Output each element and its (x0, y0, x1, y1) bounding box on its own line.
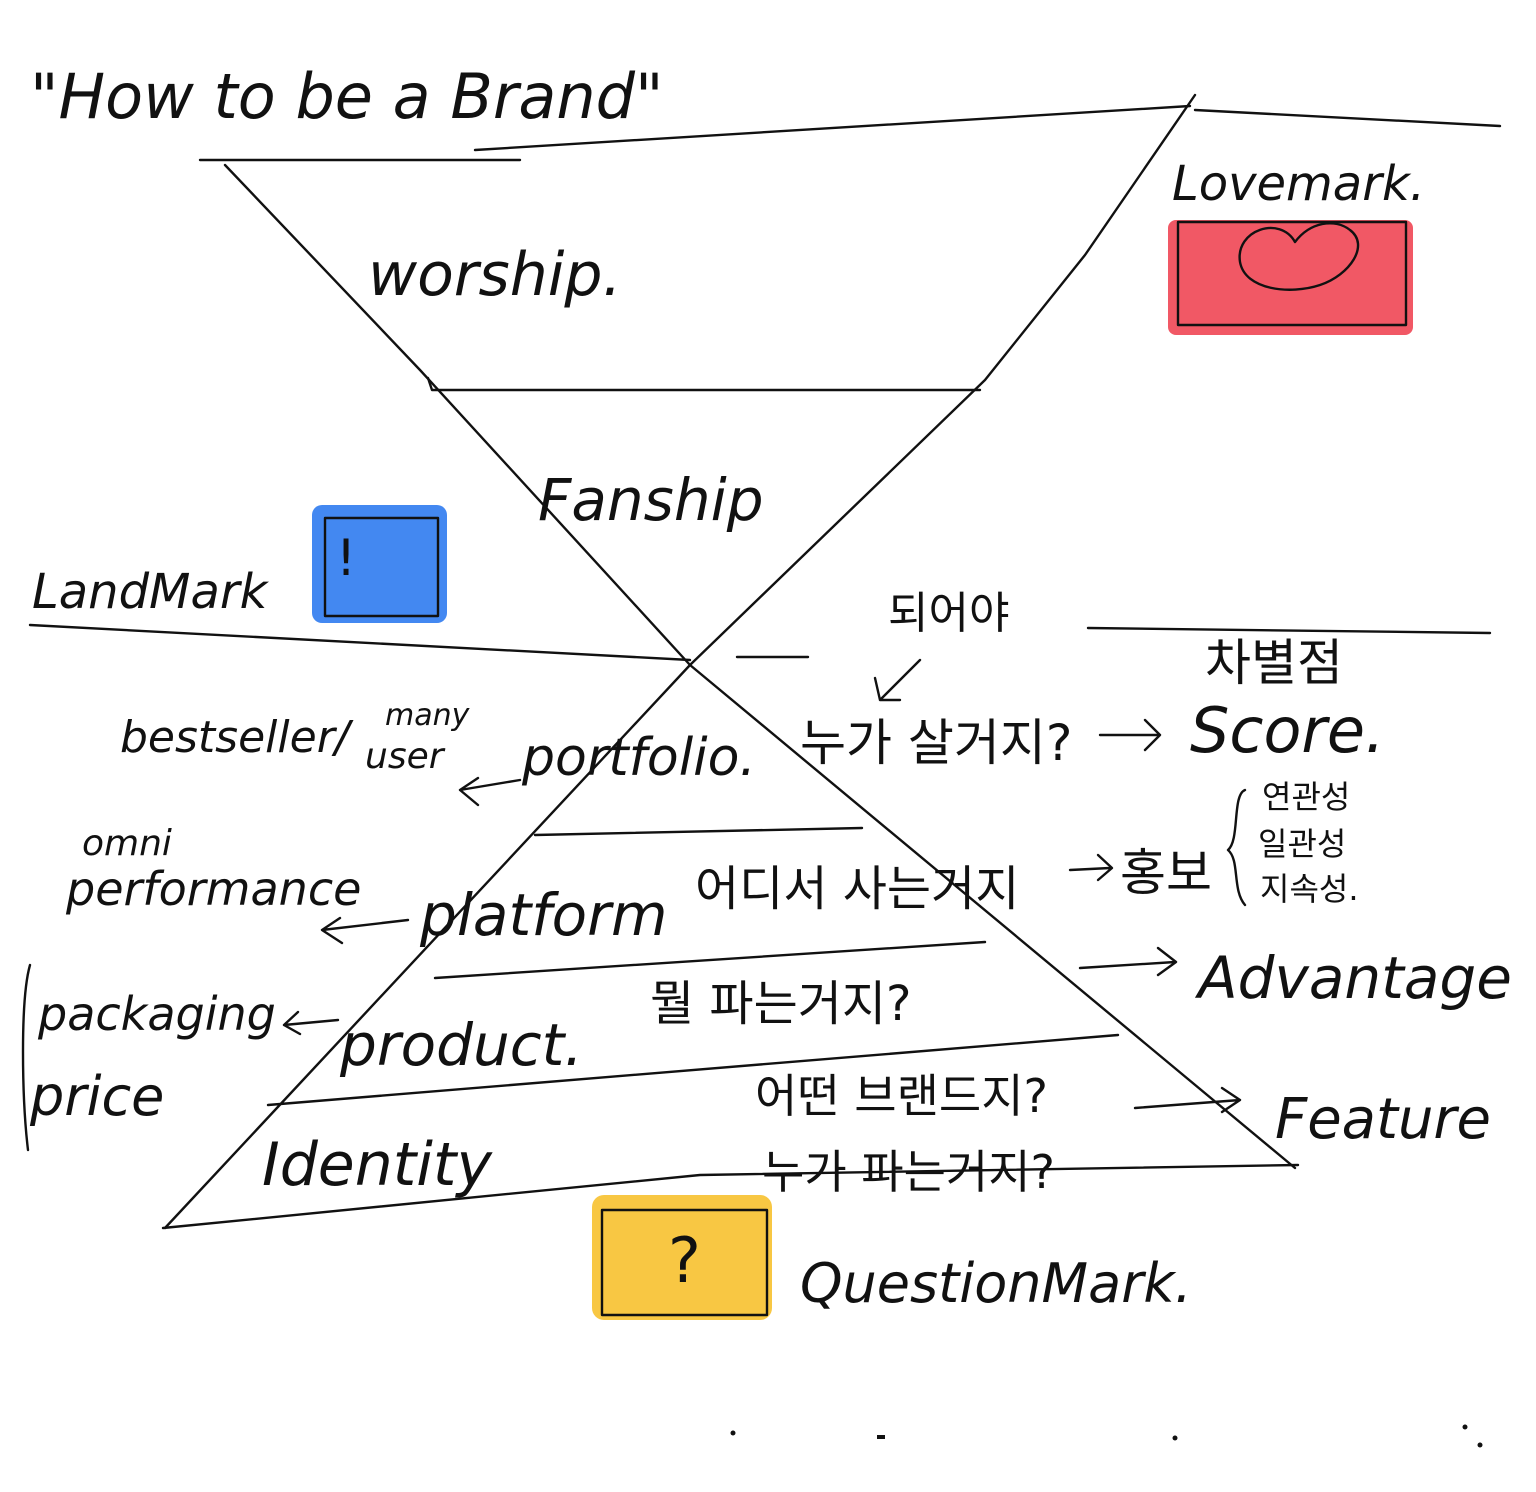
note-user: user (365, 736, 446, 777)
question-mark-symbol: ? (668, 1224, 701, 1297)
arrow-feature (1133, 1086, 1242, 1114)
note-price: price (29, 1065, 164, 1128)
note-yeongwanseong: 연관성 (1262, 778, 1350, 816)
diagonal-up (163, 93, 1197, 1230)
diagram-title: "How to be a Brand" (30, 60, 664, 133)
diagram-lines (21, 93, 1502, 1230)
lovemark-fill (1168, 220, 1413, 335)
arrow-score (1098, 718, 1162, 752)
stray-dots (730, 1424, 1483, 1448)
note-bestseller: bestseller/ (120, 712, 354, 763)
lovemark-frame (1176, 220, 1408, 327)
exclamation-mark: ! (336, 529, 356, 587)
title-underline-far-right (1193, 108, 1502, 128)
level-product: product. (339, 1011, 583, 1079)
level-platform: platform (419, 881, 667, 949)
title-underline-right (473, 104, 1192, 152)
arrow-advantage (1078, 946, 1178, 977)
note-feature: Feature (1275, 1087, 1491, 1152)
landmark-line-left (28, 623, 692, 662)
product-identity-divider (266, 1033, 1120, 1107)
lovemark-label: Lovemark. (1172, 156, 1425, 212)
bracket-right-notes (1226, 788, 1247, 907)
landmark-fill (312, 505, 447, 623)
note-omni: omni (82, 823, 172, 864)
question-identity-2: 누가 파는거지? (762, 1145, 1055, 1199)
lovemark-box (1168, 220, 1413, 335)
note-charyeol: 차별점 (1205, 634, 1343, 692)
arrow-product-left (282, 1010, 340, 1036)
note-packaging: packaging (37, 987, 276, 1041)
landmark-box: ! (312, 505, 447, 623)
questionmark-box: ? (592, 1195, 772, 1320)
landmark-frame (323, 516, 440, 618)
level-identity: Identity (262, 1130, 493, 1200)
arrow-doeeoya (873, 658, 922, 702)
note-many: many (385, 698, 471, 733)
questionmark-label: QuestionMark. (800, 1252, 1192, 1315)
questionmark-frame (600, 1208, 769, 1317)
question-identity-1: 어떤 브랜드지? (755, 1069, 1048, 1123)
portfolio-platform-divider (533, 826, 864, 837)
diagonal-down (223, 163, 1297, 1170)
arrow-portfolio-left (458, 776, 522, 807)
note-advantage: Advantage (1194, 944, 1512, 1012)
questionmark-fill (592, 1195, 772, 1320)
landmark-label: LandMark (32, 564, 270, 620)
bracket-left-notes (21, 963, 32, 1152)
landmark-line-right (1086, 626, 1492, 635)
question-portfolio: 누가 살거지? (800, 714, 1072, 772)
platform-product-divider (433, 940, 987, 980)
arrow-platform-left (320, 916, 410, 945)
level-portfolio: portfolio. (521, 728, 756, 788)
identity-base-line (161, 1163, 1300, 1230)
note-score: Score. (1190, 694, 1385, 767)
note-doeeoya: 되어야 (888, 588, 1009, 639)
note-ilgwanseong: 일관성 (1258, 825, 1346, 863)
question-platform: 어디서 사는거지 (695, 861, 1019, 917)
arrow-songbo (1068, 853, 1114, 882)
note-jisokseong: 지속성. (1260, 870, 1359, 908)
question-product: 뭘 파는거지? (650, 976, 912, 1032)
level-fanship: Fanship (538, 466, 764, 534)
note-performance: performance (65, 862, 361, 916)
worship-fanship-divider (426, 376, 982, 392)
level-worship: worship. (368, 240, 622, 310)
heart-icon (1238, 222, 1360, 291)
note-songbo: 홍보 (1120, 844, 1212, 902)
